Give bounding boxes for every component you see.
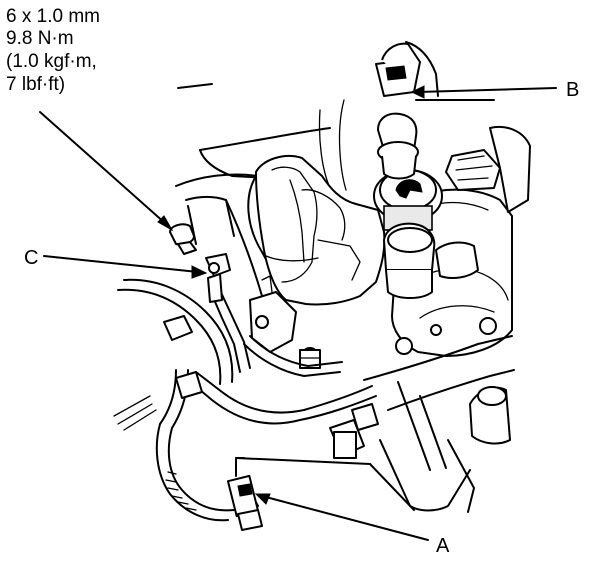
leader-b xyxy=(417,87,557,93)
callout-b: B xyxy=(566,79,579,101)
leader-a xyxy=(261,495,429,541)
callout-a: A xyxy=(436,535,450,557)
torque-spec-line-3: (1.0 kgf·m, xyxy=(6,51,97,72)
upper-sensor xyxy=(377,112,419,180)
connector-b-body xyxy=(375,41,439,97)
lower-connector xyxy=(329,403,379,459)
torque-spec-line-2: 9.8 N·m xyxy=(6,28,74,49)
engine-block-outline xyxy=(175,83,495,297)
manifold-body xyxy=(255,154,386,306)
torque-spec-line-1: 6 x 1.0 mm xyxy=(6,6,100,27)
torque-spec-line-4: 7 lbf·ft) xyxy=(6,74,65,95)
leader-bolt xyxy=(39,111,167,225)
bolt-icon xyxy=(169,223,197,255)
port-unit xyxy=(383,222,479,299)
lower-engine xyxy=(235,335,515,513)
callout-c: C xyxy=(24,247,38,269)
leader-lines xyxy=(39,85,557,541)
harness-bracket xyxy=(249,275,297,353)
leader-c xyxy=(43,255,199,273)
oil-filler-cap xyxy=(373,169,443,231)
torque-spec: 6 x 1.0 mm 9.8 N·m (1.0 kgf·m, 7 lbf·ft) xyxy=(6,6,100,95)
manifold-bolts xyxy=(299,317,497,369)
connector-icon xyxy=(226,474,263,531)
